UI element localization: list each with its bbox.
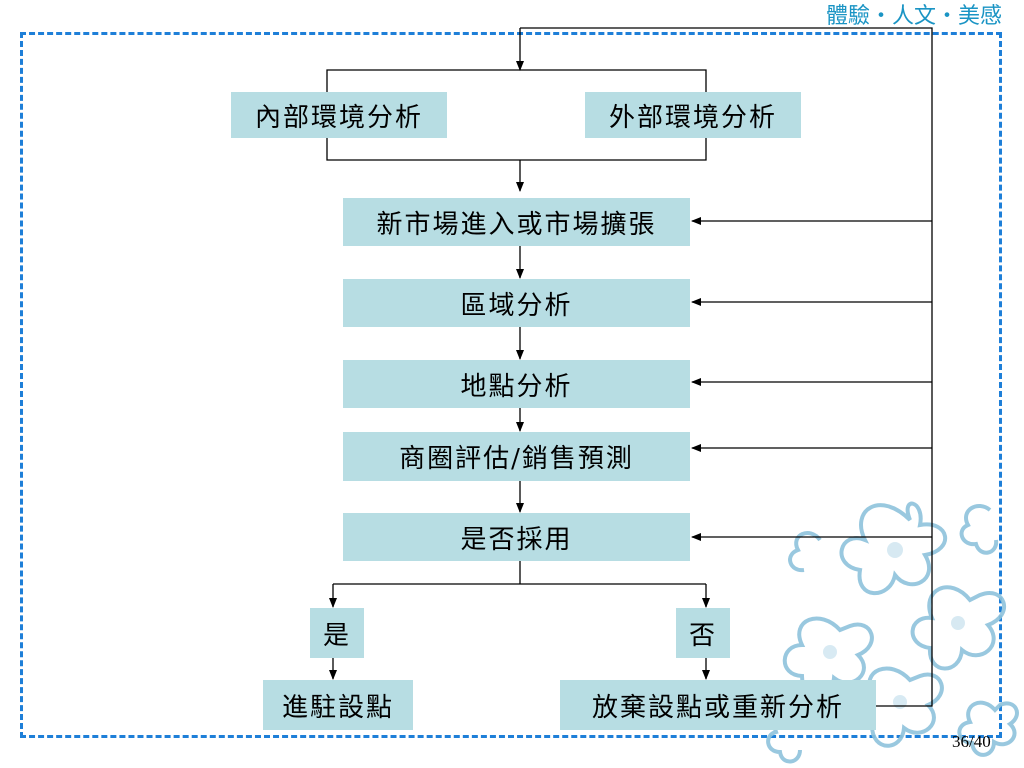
feedback-loop-line [520, 27, 933, 707]
node-abandon: 放棄設點或重新分析 [560, 680, 876, 730]
node-market-entry: 新市場進入或市場擴張 [343, 198, 690, 246]
bottom-bracket-line [326, 138, 707, 161]
node-trade-area: 商圈評估/銷售預測 [343, 432, 690, 481]
dashed-page-frame [20, 32, 1002, 738]
node-site-analysis: 地點分析 [343, 360, 690, 408]
node-adopt: 是否採用 [343, 513, 690, 561]
flower-decoration-icon [766, 501, 1019, 764]
top-bracket-line [326, 69, 707, 92]
node-yes: 是 [310, 608, 364, 658]
node-internal-env: 內部環境分析 [231, 92, 447, 138]
node-regional-analysis: 區域分析 [343, 279, 690, 327]
page-number: 36/40 [952, 732, 991, 751]
node-external-env: 外部環境分析 [585, 92, 801, 138]
node-establish: 進駐設點 [263, 680, 413, 730]
node-no: 否 [676, 608, 730, 658]
header-slogan: 體驗・人文・美感 [825, 4, 1002, 29]
